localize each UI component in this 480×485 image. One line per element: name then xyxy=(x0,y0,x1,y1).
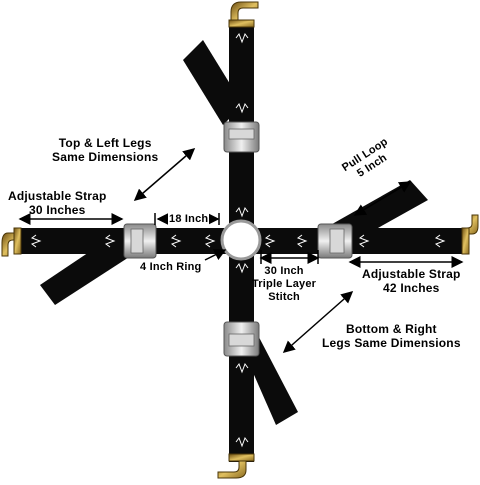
hook-right-icon xyxy=(461,214,479,255)
thirty-inch-label: 30 Inch Triple Layer Stitch xyxy=(252,265,317,303)
four-inch-ring-label: 4 Inch Ring xyxy=(140,261,202,273)
top-left-legs-label: Top & Left Legs Same Dimensions xyxy=(52,136,159,164)
buckle-top-icon xyxy=(223,121,260,153)
adjustable-left-label: Adjustable Strap 30 Inches xyxy=(8,189,107,217)
center-ring-icon xyxy=(220,219,262,261)
buckle-right-icon xyxy=(317,223,353,259)
adjustable-right-label: Adjustable Strap 42 Inches xyxy=(362,267,461,295)
hook-top-icon xyxy=(228,1,259,28)
bottom-right-arrow xyxy=(282,291,354,353)
pull-loop-top xyxy=(183,40,243,125)
hook-left-icon xyxy=(1,227,22,257)
ring-pointer xyxy=(204,249,227,261)
buckle-left-icon xyxy=(123,223,157,259)
eighteen-inch-label: 18 Inch xyxy=(168,212,210,226)
hook-bottom-icon xyxy=(217,453,255,479)
bottom-right-legs-label: Bottom & Right Legs Same Dimensions xyxy=(322,322,461,350)
stitch-marks xyxy=(30,32,446,448)
pull-loop-arrow xyxy=(353,181,412,216)
top-left-arrow xyxy=(133,148,196,201)
buckle-bottom-icon xyxy=(223,321,260,357)
